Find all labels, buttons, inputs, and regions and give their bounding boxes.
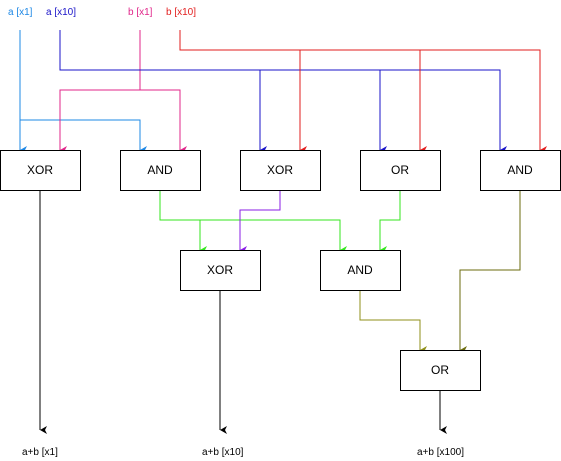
wire-b-x10 bbox=[179, 30, 547, 154]
gate-label: AND bbox=[147, 163, 173, 177]
gate-label: OR bbox=[391, 163, 409, 177]
gate-and-x1: AND bbox=[120, 150, 201, 191]
wire-carry-2 bbox=[359, 190, 521, 354]
input-label-a-x1: a [x1] bbox=[8, 7, 33, 18]
wire-outputs bbox=[39, 190, 447, 434]
output-label-sum-x10: a+b [x10] bbox=[202, 447, 244, 458]
gate-label: XOR bbox=[267, 163, 293, 177]
gate-label: XOR bbox=[207, 263, 233, 277]
wire-partial-sum-x10 bbox=[239, 190, 281, 254]
gate-label: XOR bbox=[27, 163, 53, 177]
input-label-a-x10: a [x10] bbox=[46, 7, 76, 18]
output-label-sum-x1: a+b [x1] bbox=[22, 447, 58, 458]
gate-xor-x1: XOR bbox=[0, 150, 81, 191]
output-label-sum-x100: a+b [x100] bbox=[417, 447, 464, 458]
gate-or-carry-out: OR bbox=[400, 350, 481, 391]
wire-a-x10 bbox=[59, 30, 507, 154]
wire-b-x1 bbox=[59, 30, 187, 154]
input-label-b-x1: b [x1] bbox=[128, 7, 153, 18]
gate-label: OR bbox=[431, 363, 449, 377]
gate-or-x10: OR bbox=[360, 150, 441, 191]
gate-and-x10: AND bbox=[480, 150, 561, 191]
gate-label: AND bbox=[347, 263, 373, 277]
gate-label: AND bbox=[507, 163, 533, 177]
gate-xor-sum-x10: XOR bbox=[180, 250, 261, 291]
gate-and-carry: AND bbox=[320, 250, 401, 291]
input-label-b-x10: b [x10] bbox=[166, 7, 196, 18]
gate-xor-x10: XOR bbox=[240, 150, 321, 191]
wire-carry-1 bbox=[159, 190, 401, 254]
